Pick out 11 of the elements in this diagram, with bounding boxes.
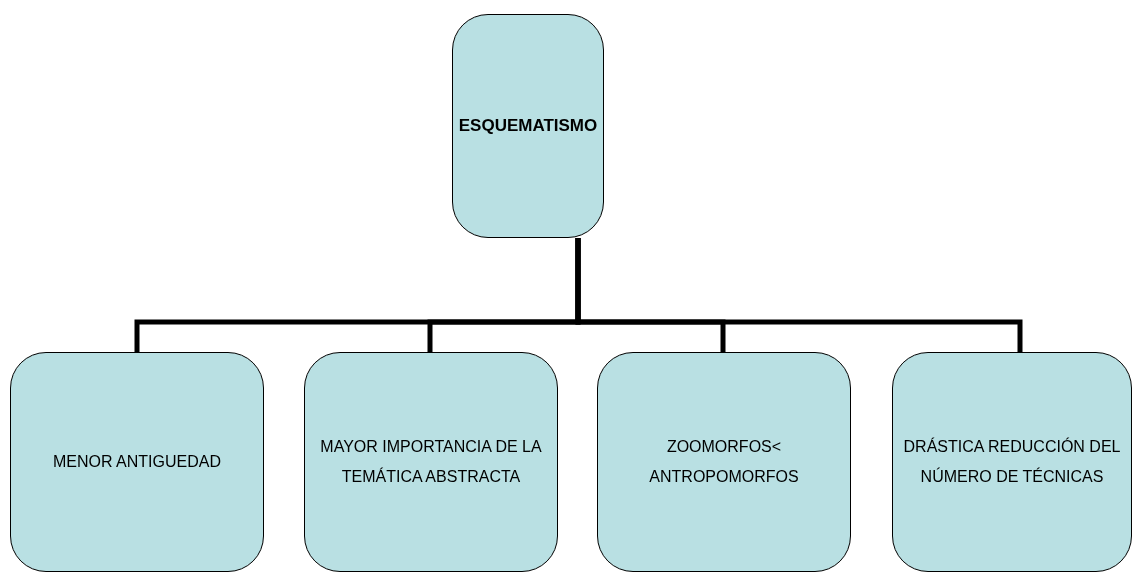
box-text: DRÁSTICA REDUCCIÓN DEL NÚMERO DE TÉCNICAS xyxy=(902,436,1122,487)
box-text: MENOR ANTIGUEDAD xyxy=(53,452,221,472)
box-text: MAYOR IMPORTANCIA DE LA TEMÁTICA ABSTRACTA xyxy=(319,437,543,487)
box-text: ZOOMORFOS< ANTROPOMORFOS xyxy=(648,437,800,487)
rounded-box xyxy=(892,352,1132,572)
title-text: ESQUEMATISMO xyxy=(458,115,598,138)
connector-line xyxy=(575,238,1023,352)
rounded-box xyxy=(10,352,264,572)
rounded-box xyxy=(597,352,851,572)
rounded-box xyxy=(452,14,604,238)
rounded-box xyxy=(304,352,558,572)
